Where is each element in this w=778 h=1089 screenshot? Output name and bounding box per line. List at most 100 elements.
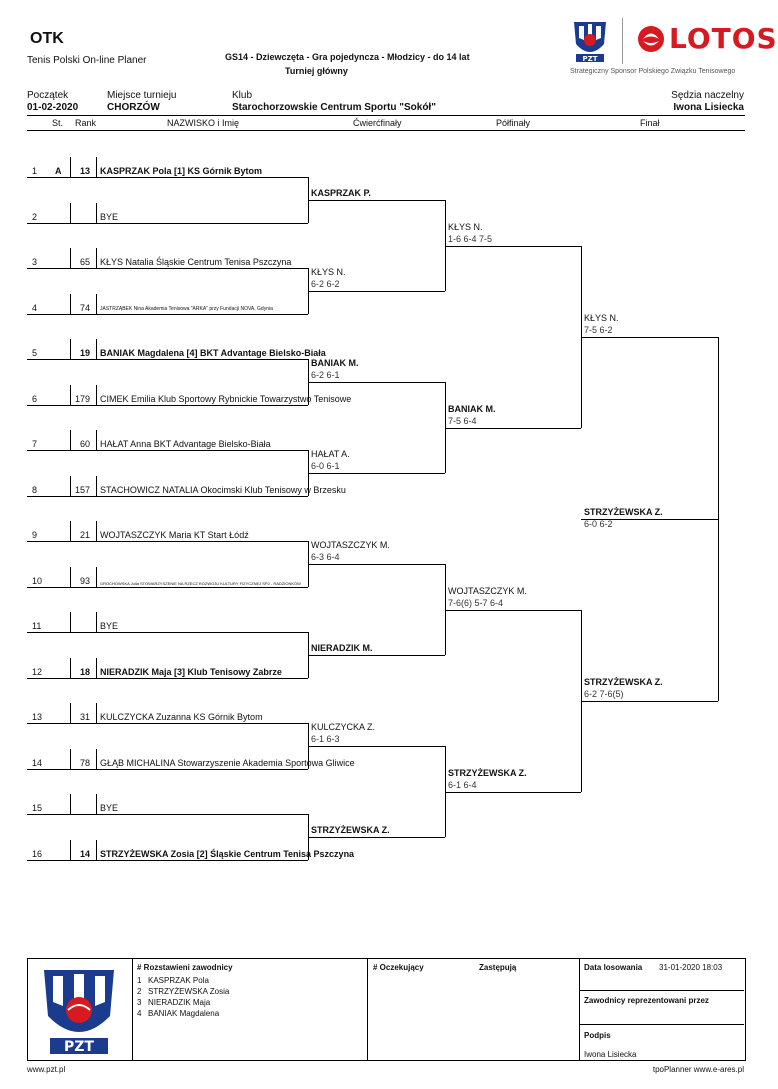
player-line bbox=[27, 678, 308, 679]
winner-name[interactable]: KŁYS N. bbox=[584, 313, 619, 323]
col-separator bbox=[70, 658, 71, 678]
draw-date-label: Data losowania bbox=[584, 963, 643, 972]
col-separator bbox=[96, 749, 97, 769]
player-name[interactable]: BYE bbox=[100, 212, 119, 222]
col-separator bbox=[96, 430, 97, 450]
player-rank: 179 bbox=[74, 394, 90, 404]
bracket-line bbox=[445, 610, 581, 611]
col-separator bbox=[96, 703, 97, 723]
player-name[interactable]: BYE bbox=[100, 803, 119, 813]
winner-name[interactable]: NIERADZIK M. bbox=[311, 643, 373, 653]
winner-name[interactable]: WOJTASZCZYK M. bbox=[448, 586, 527, 596]
player-name[interactable]: WOJTASZCZYK Maria KT Start Łódź bbox=[100, 530, 249, 540]
player-name[interactable]: NIERADZIK Maja [3] Klub Tenisowy Zabrze bbox=[100, 667, 282, 677]
col-separator bbox=[96, 612, 97, 632]
winner-name[interactable]: KULCZYCKA Z. bbox=[311, 722, 376, 732]
match-score: 6-3 6-4 bbox=[311, 552, 340, 562]
player-name[interactable]: STRZYŻEWSKA Zosia [2] Śląskie Centrum Te… bbox=[100, 849, 355, 859]
player-number: 9 bbox=[32, 530, 38, 540]
player-name[interactable]: BYE bbox=[100, 621, 119, 631]
col-separator bbox=[70, 203, 71, 223]
player-name[interactable]: KŁYS Natalia Śląskie Centrum Tenisa Pszc… bbox=[100, 257, 292, 267]
winner-name[interactable]: WOJTASZCZYK M. bbox=[311, 540, 390, 550]
player-number: 13 bbox=[32, 712, 43, 722]
player-name[interactable]: CIMEK Emilia Klub Sportowy Rybnickie Tow… bbox=[100, 394, 352, 404]
player-number: 1 bbox=[32, 166, 38, 176]
draw-type: Turniej główny bbox=[285, 66, 348, 76]
winner-name[interactable]: HAŁAT A. bbox=[311, 449, 350, 459]
player-name[interactable]: STACHOWICZ NATALIA Okocimski Klub Teniso… bbox=[100, 485, 346, 495]
seed-number: 1 bbox=[137, 976, 142, 985]
winner-name[interactable]: BANIAK M. bbox=[448, 404, 496, 414]
match-score: 6-0 6-1 bbox=[311, 461, 340, 471]
winner-name[interactable]: KASPRZAK P. bbox=[311, 188, 371, 198]
winner-name[interactable]: STRZYŻEWSKA Z. bbox=[448, 768, 527, 778]
footer-divider-3 bbox=[579, 958, 580, 1060]
bracket-connector bbox=[445, 200, 446, 291]
footer-divider-1 bbox=[132, 958, 133, 1060]
player-line bbox=[27, 223, 308, 224]
place-label: Miejsce turnieju bbox=[107, 90, 177, 101]
player-rank: 93 bbox=[79, 576, 90, 586]
col-separator bbox=[96, 294, 97, 314]
player-line bbox=[27, 541, 308, 542]
champion-name[interactable]: STRZYŻEWSKA Z. bbox=[584, 507, 663, 517]
winner-name[interactable]: STRZYŻEWSKA Z. bbox=[311, 825, 390, 835]
player-rank: 19 bbox=[79, 348, 90, 358]
place-value: CHORZÓW bbox=[107, 102, 160, 113]
player-line bbox=[27, 723, 308, 724]
logo-divider bbox=[622, 18, 623, 64]
website-right[interactable]: tpoPlanner www.e-ares.pl bbox=[652, 1065, 744, 1074]
match-score: 6-1 6-4 bbox=[448, 780, 477, 790]
player-name[interactable]: BANIAK Magdalena [4] BKT Advantage Biels… bbox=[100, 348, 326, 358]
player-number: 5 bbox=[32, 348, 38, 358]
player-number: 14 bbox=[32, 758, 43, 768]
player-name[interactable]: GŁĄB MICHALINA Stowarzyszenie Akademia S… bbox=[100, 758, 355, 768]
player-name[interactable]: GROCHOWSKA Julia STOWARZYSZENIE NA RZECZ… bbox=[100, 581, 301, 586]
player-number: 11 bbox=[32, 621, 42, 631]
bracket-line bbox=[445, 246, 581, 247]
col-separator bbox=[70, 703, 71, 723]
winner-name[interactable]: STRZYŻEWSKA Z. bbox=[584, 677, 663, 687]
player-name[interactable]: KASPRZAK Pola [1] KS Górnik Bytom bbox=[100, 166, 263, 176]
seed-number: 3 bbox=[137, 998, 142, 1007]
col-separator bbox=[70, 749, 71, 769]
player-number: 6 bbox=[32, 394, 38, 404]
winner-name[interactable]: KŁYS N. bbox=[448, 222, 483, 232]
bracket-line bbox=[308, 291, 445, 292]
player-name[interactable]: JASTRZĄBEK Nina Akademia Tenisowa "ARKA"… bbox=[100, 306, 273, 312]
col-semifinals: Półfinały bbox=[496, 118, 531, 128]
col-separator bbox=[70, 521, 71, 541]
player-rank: 21 bbox=[79, 530, 90, 540]
winner-name[interactable]: KŁYS N. bbox=[311, 267, 346, 277]
col-separator bbox=[70, 157, 71, 177]
col-separator bbox=[70, 567, 71, 587]
match-score: 6-2 6-2 bbox=[311, 279, 340, 289]
col-seed: St. bbox=[52, 118, 64, 128]
seed-name: NIERADZIK Maja bbox=[148, 998, 211, 1007]
bracket-connector bbox=[718, 337, 719, 701]
pzt-logo-large-text: PZT bbox=[64, 1039, 94, 1055]
lotos-flower-icon bbox=[636, 24, 666, 54]
player-line bbox=[27, 860, 308, 861]
winner-name[interactable]: BANIAK M. bbox=[311, 358, 359, 368]
footer-box bbox=[27, 958, 746, 1061]
player-name[interactable]: HAŁAT Anna BKT Advantage Bielsko-Biała bbox=[100, 439, 271, 449]
col-separator bbox=[70, 430, 71, 450]
club-value: Starochorzowskie Centrum Sportu "Sokół" bbox=[232, 102, 436, 113]
match-score: 6-1 6-3 bbox=[311, 734, 340, 744]
player-rank: 60 bbox=[79, 439, 90, 449]
represented-label: Zawodnicy reprezentowani przez bbox=[584, 996, 709, 1005]
col-separator bbox=[70, 476, 71, 496]
bracket-line bbox=[581, 337, 718, 338]
player-line bbox=[27, 359, 308, 360]
col-separator bbox=[96, 521, 97, 541]
website-left[interactable]: www.pzt.pl bbox=[27, 1065, 66, 1074]
bracket-line bbox=[308, 564, 445, 565]
player-name[interactable]: KULCZYCKA Zuzanna KS Górnik Bytom bbox=[100, 712, 263, 722]
player-rank: 14 bbox=[79, 849, 90, 859]
bracket-line bbox=[445, 792, 581, 793]
col-separator bbox=[96, 385, 97, 405]
player-number: 7 bbox=[32, 439, 38, 449]
player-rank: 78 bbox=[79, 758, 90, 768]
